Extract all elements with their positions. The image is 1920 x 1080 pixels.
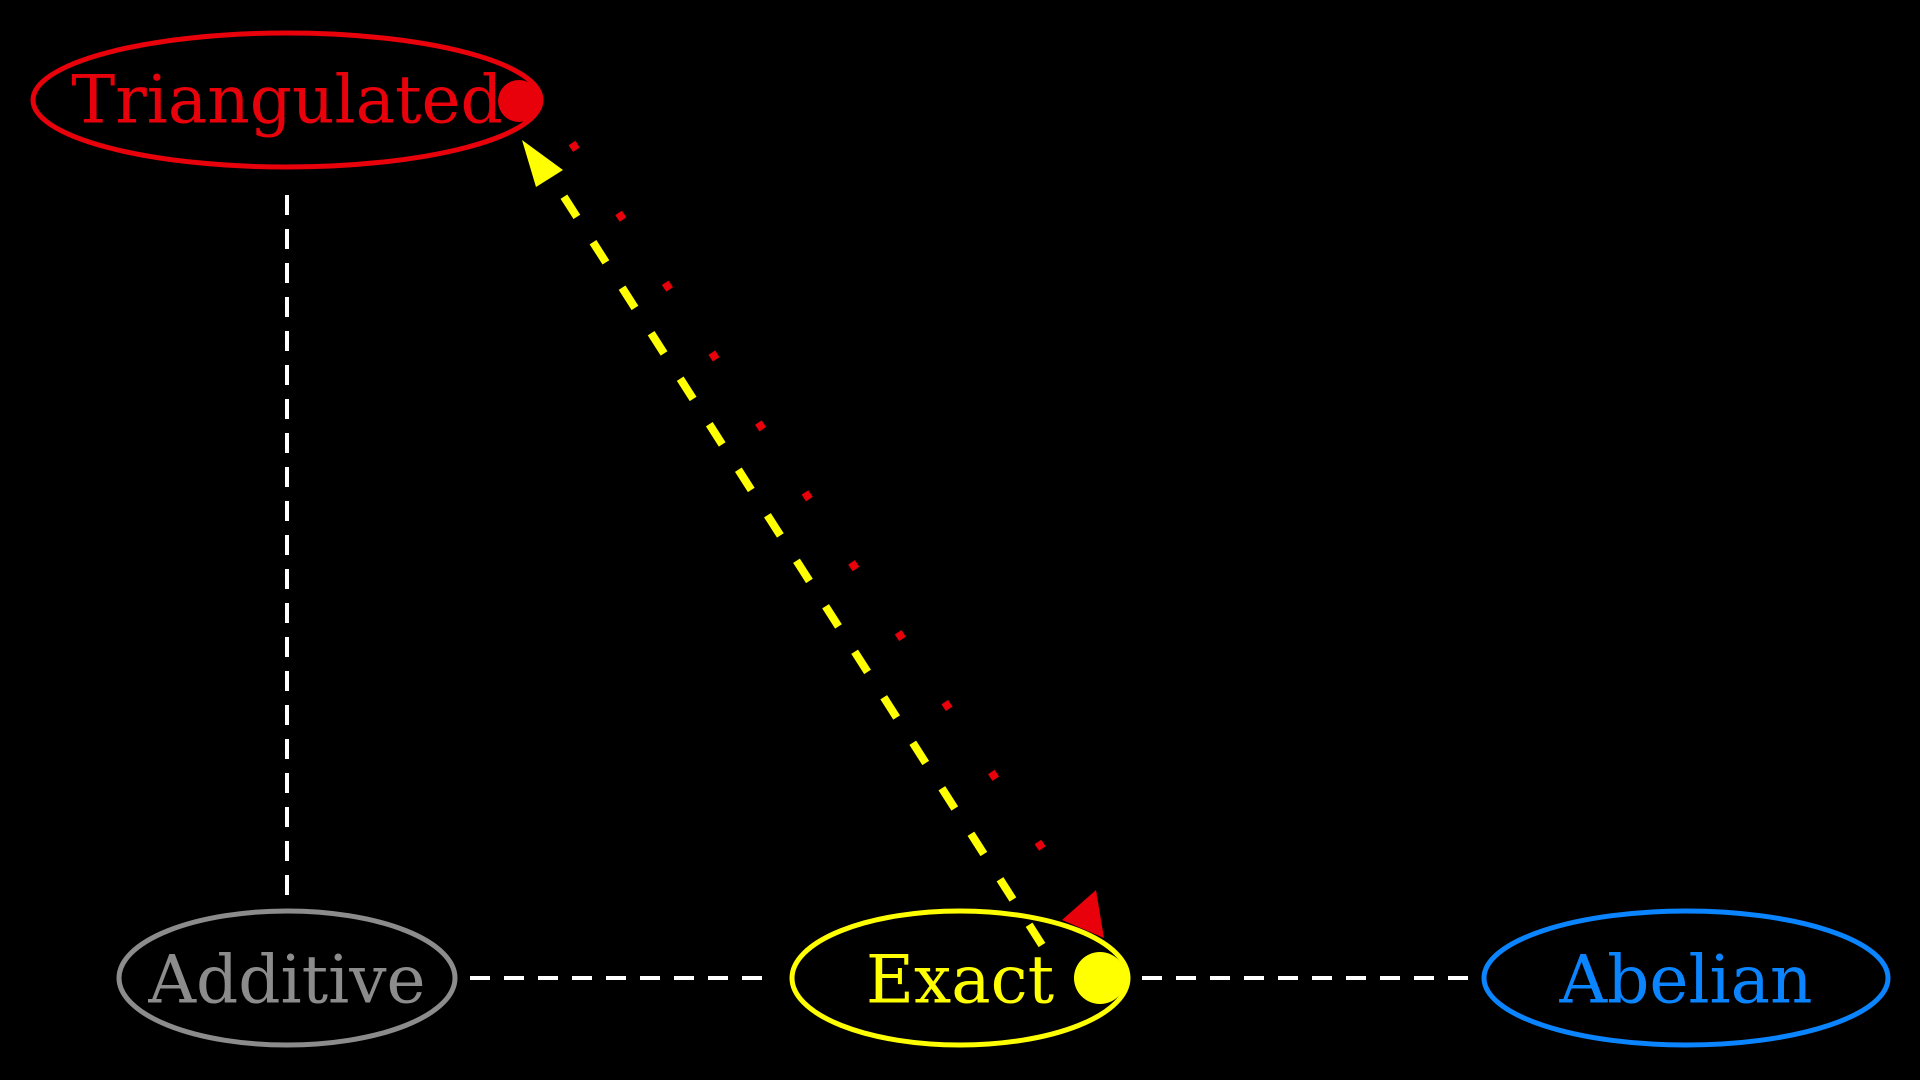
arrowhead-yellow-icon <box>522 140 563 187</box>
node-exact-ellipse <box>789 908 1131 1048</box>
node-triangulated-dot-icon <box>498 80 540 122</box>
node-abelian: Abelian <box>1481 908 1891 1048</box>
edge-exact-to-triangulated <box>548 175 1046 948</box>
node-exact-dot-icon <box>1074 952 1126 1004</box>
edges <box>285 140 1475 980</box>
node-triangulated-label: Triangulated <box>71 62 503 139</box>
node-additive-ellipse <box>116 908 458 1048</box>
node-triangulated: Triangulated <box>30 30 544 170</box>
node-additive-label: Additive <box>147 942 425 1019</box>
node-triangulated-ellipse <box>30 30 544 170</box>
node-abelian-label: Abelian <box>1558 942 1812 1019</box>
node-exact: Exact <box>789 908 1131 1048</box>
node-exact-label: Exact <box>866 942 1054 1019</box>
edge-triangulated-to-exact <box>568 140 1076 896</box>
node-additive: Additive <box>116 908 458 1048</box>
node-abelian-ellipse <box>1481 908 1891 1048</box>
arrowhead-red-icon <box>1062 890 1104 938</box>
